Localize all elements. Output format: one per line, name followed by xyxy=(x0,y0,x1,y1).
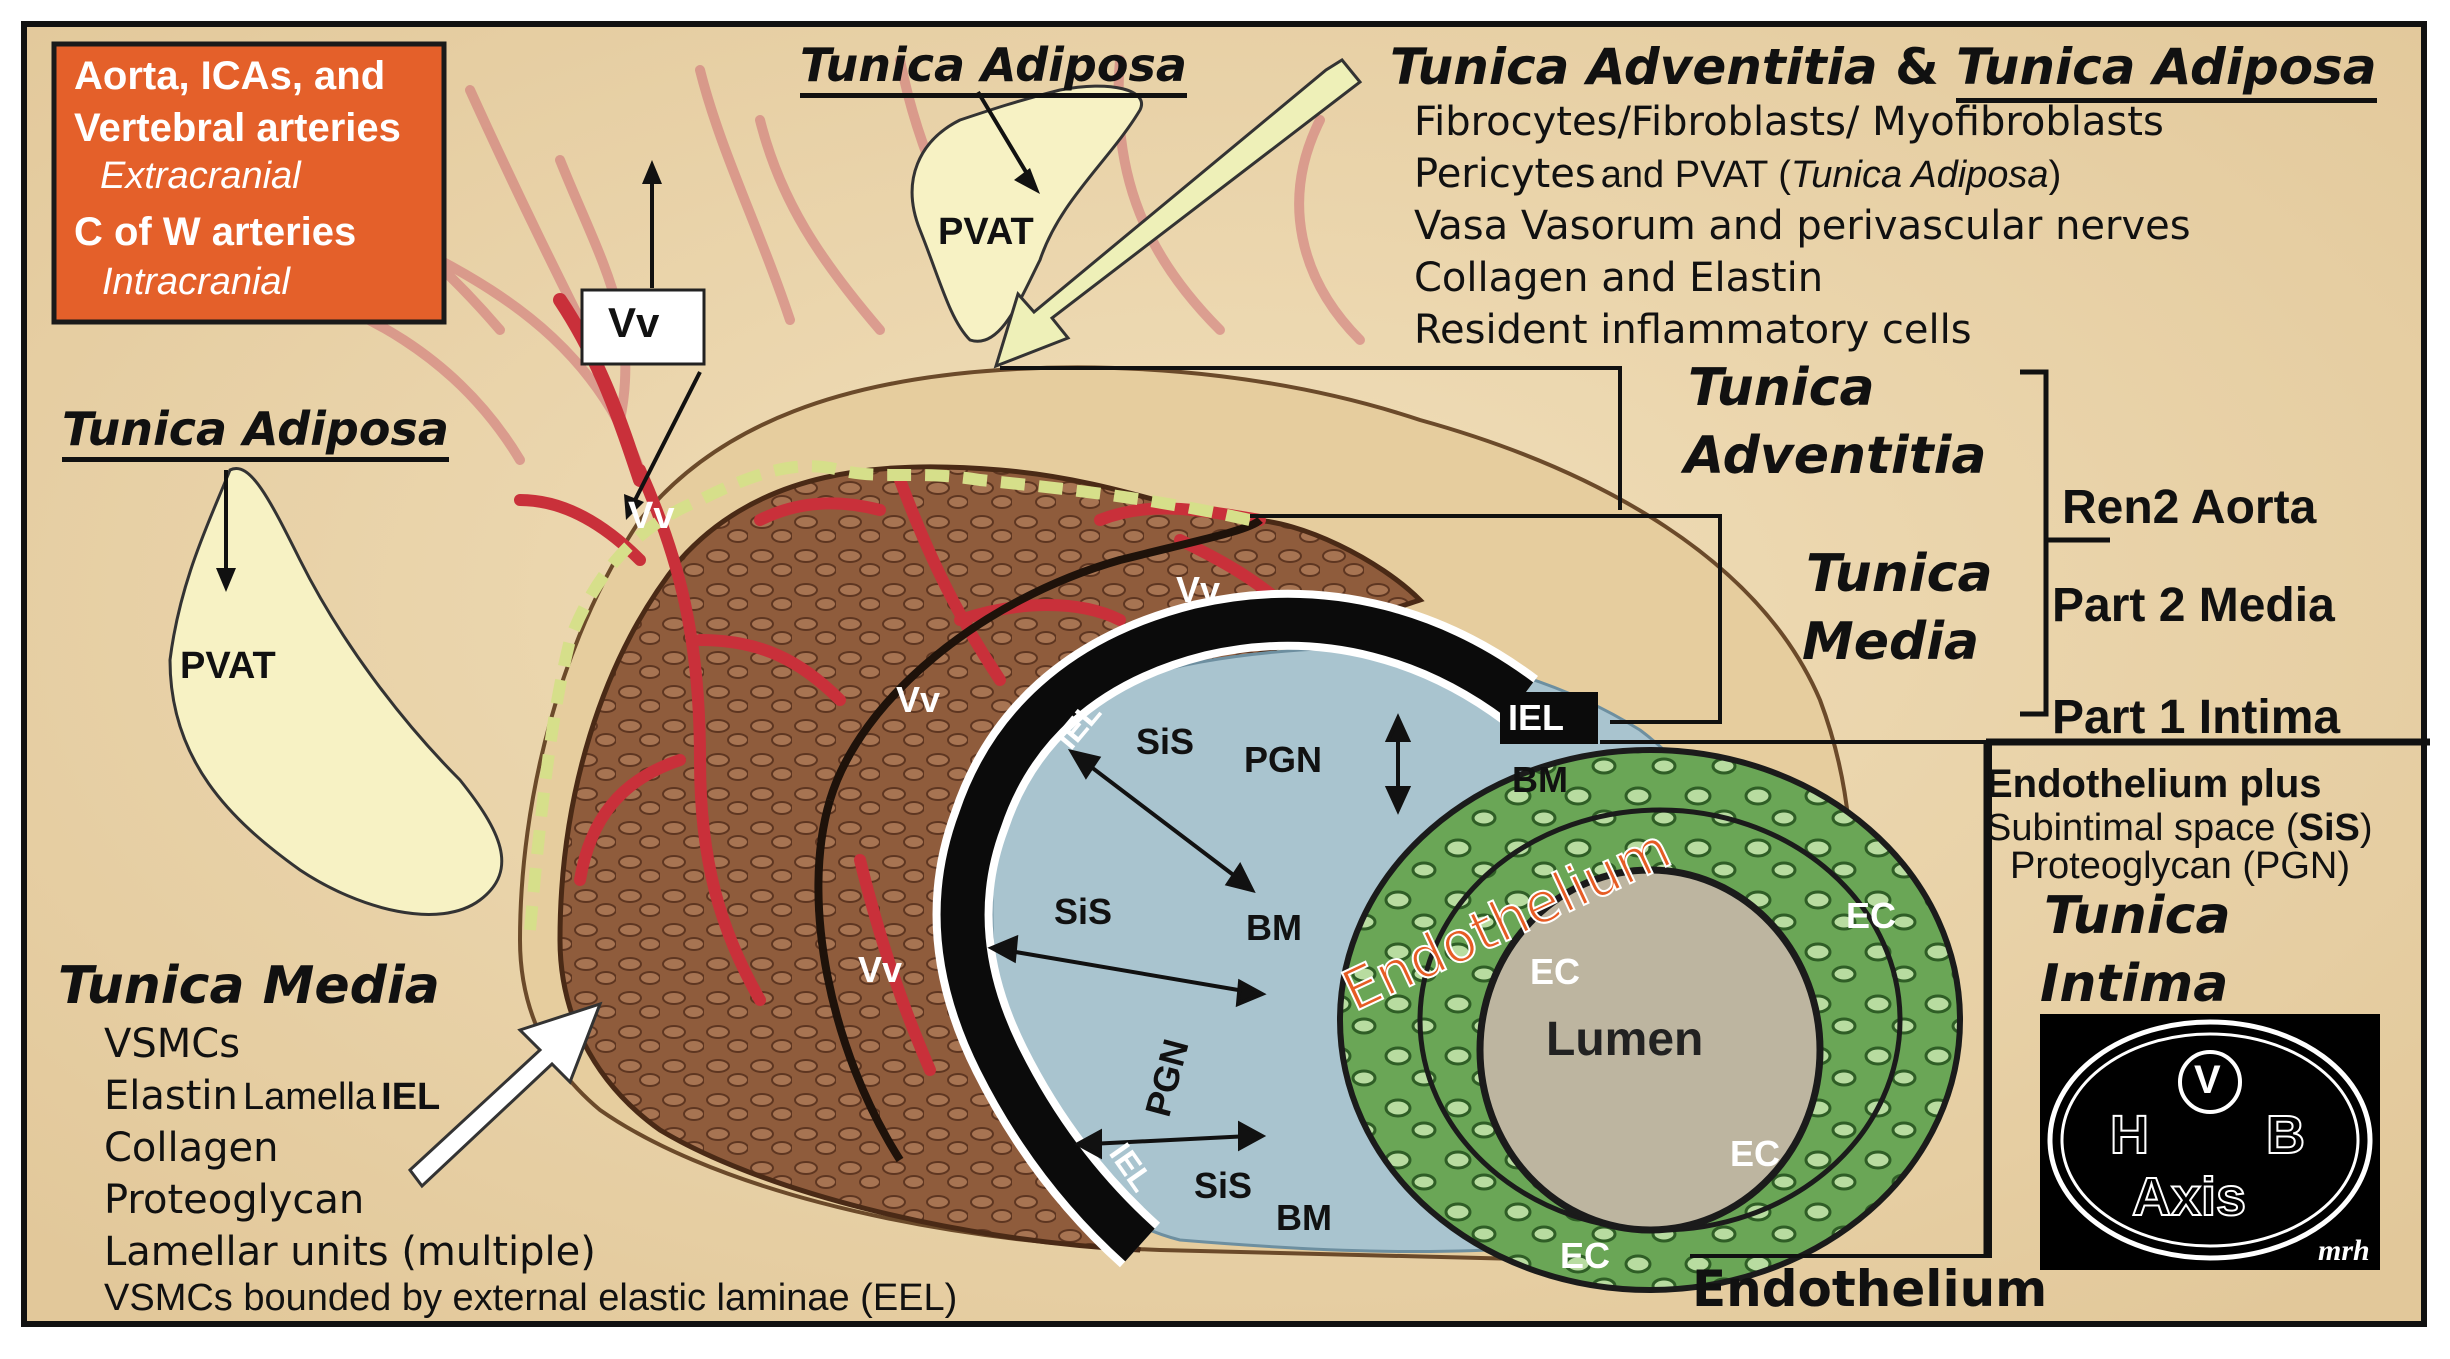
intima-title-intima: Intima xyxy=(2040,954,2229,1014)
iel-band xyxy=(940,597,1534,1262)
left-pvat xyxy=(168,467,504,916)
legend-line-vertebral: Vertebral arteries xyxy=(74,106,401,150)
pgn-label-upper: PGN xyxy=(1244,739,1323,780)
vv-box xyxy=(580,288,706,366)
adventitia-title-part2: Tunica Adiposa xyxy=(1956,38,2377,103)
outer-frame xyxy=(21,21,2427,1327)
lumen-area xyxy=(1476,866,1824,1234)
vv-label-lower: Vv xyxy=(858,949,903,990)
adventitia-title-part1: Tunica Adventitia xyxy=(1390,38,1878,96)
adventitia-item-pericytes: Pericytes and PVAT (Tunica Adiposa) xyxy=(1414,152,2061,197)
pericytes-and-pvat: and PVAT ( xyxy=(1600,154,1791,196)
legend-line-cow: C of W arteries xyxy=(74,210,357,254)
bm-label-upper: BM xyxy=(1512,759,1568,800)
media-title: Tunica Media xyxy=(58,956,440,1016)
logo-v: V xyxy=(2194,1058,2221,1102)
legend-line-aorta: Aorta, ICAs, and xyxy=(74,54,386,98)
logo-ring-inner xyxy=(2060,1032,2360,1248)
intima-line-proteoglycan: Proteoglycan (PGN) xyxy=(2010,845,2351,887)
media-item-collagen: Collagen xyxy=(104,1125,279,1171)
bracket-part1-intima: Part 1 Intima xyxy=(2052,691,2341,744)
sis-label-lower: SiS xyxy=(1194,1165,1253,1206)
intima-title-tunica: Tunica xyxy=(2044,886,2231,946)
subintimal-text: Subintimal space ( xyxy=(1986,807,2299,849)
adventitia-title: Tunica Adventitia & Tunica Adiposa xyxy=(1390,38,2377,103)
vasa-vasorum-trunk xyxy=(553,293,647,487)
media-item-lamellar: Lamellar units (multiple) xyxy=(104,1229,596,1275)
intima-line-subintimal: Subintimal space (SiS) xyxy=(1986,807,2373,850)
legend-line-extracranial: Extracranial xyxy=(100,155,301,197)
vv-label-upper: Vv xyxy=(628,495,675,537)
bracket-media-1: Tunica xyxy=(1806,544,1993,604)
media-divider-2 xyxy=(814,798,904,1163)
ec-label-top-right: EC xyxy=(1846,895,1897,936)
bracket-adventitia-2: Adventitia xyxy=(1684,426,1987,486)
logo-signature: mrh xyxy=(2318,1234,2370,1267)
media-item-eel: VSMCs bounded by external elastic lamina… xyxy=(104,1277,958,1319)
adventitia-item-fibrocytes: Fibrocytes/Fibroblasts/ Myofibroblasts xyxy=(1414,99,2164,145)
subintimal-paren: ) xyxy=(2359,807,2373,849)
adventitia-item-inflammatory: Resident inflammatory cells xyxy=(1414,307,1972,353)
logo-h: H xyxy=(2109,1104,2150,1166)
bottom-endothelium-label: Endothelium xyxy=(1692,1260,2048,1318)
sis-label-mid: SiS xyxy=(1054,891,1113,932)
left-tunica-adiposa-label: Tunica Adiposa xyxy=(62,404,449,462)
logo-ring-outer xyxy=(2047,1019,2373,1261)
media-item-elastin: Elastin Lamella IEL xyxy=(104,1074,440,1119)
sis-label-upper: SiS xyxy=(1136,721,1195,762)
bm-label-lower: BM xyxy=(1276,1197,1332,1238)
top-pvat-label: PVAT xyxy=(938,211,1034,253)
bm-label-mid: BM xyxy=(1246,907,1302,948)
lumen-label: Lumen xyxy=(1546,1013,1704,1066)
bracket-media-2: Media xyxy=(1802,612,1980,672)
iel-label-tab: IEL xyxy=(1508,697,1565,738)
yellow-arrow xyxy=(993,58,1363,369)
layers-bracket xyxy=(2020,369,2110,717)
logo-axis: Axis xyxy=(2131,1166,2247,1228)
adventitia-item-vasa: Vasa Vasorum and perivascular nerves xyxy=(1414,203,2191,249)
vv-label-mid: Vv xyxy=(896,679,941,720)
media-item-vsmcs: VSMCs xyxy=(104,1021,241,1067)
vv-label-top-media: Vv xyxy=(1176,569,1221,610)
bracket-part2-media: Part 2 Media xyxy=(2052,579,2335,632)
pericytes-close-paren: ) xyxy=(2048,154,2062,196)
intima-line-endothelium-plus: Endothelium plus xyxy=(1986,762,2322,806)
left-pvat-label: PVAT xyxy=(180,645,276,687)
elastin-lamella: Lamella xyxy=(242,1076,377,1118)
leader-lines xyxy=(224,90,2050,1258)
adventitia-title-amp: & xyxy=(1895,38,1939,96)
elastin-word: Elastin xyxy=(104,1073,238,1119)
bracket-adventitia-1: Tunica xyxy=(1688,358,1875,418)
eel-dashed-outline xyxy=(524,460,1252,931)
white-arrow xyxy=(407,1001,603,1189)
media-item-proteoglycan: Proteoglycan xyxy=(104,1177,365,1223)
pericytes-tunica-adiposa: Tunica Adiposa xyxy=(1790,154,2049,196)
top-tunica-adiposa-label: Tunica Adiposa xyxy=(800,40,1187,98)
internal-double-arrows xyxy=(987,713,1412,1160)
elastin-iel: IEL xyxy=(381,1076,441,1118)
ec-label-bottom: EC xyxy=(1560,1235,1611,1276)
top-pvat xyxy=(910,84,1143,343)
logo-b: B xyxy=(2265,1104,2306,1166)
pericytes-word: Pericytes xyxy=(1414,151,1596,197)
iel-tab xyxy=(1500,692,1598,744)
logo-v-circle xyxy=(2178,1050,2242,1114)
legend-line-intracranial: Intracranial xyxy=(102,261,290,303)
ec-label-top-left: EC xyxy=(1530,951,1581,992)
arrowheads xyxy=(216,160,1040,592)
adventitia-item-collagen: Collagen and Elastin xyxy=(1414,255,1824,301)
media-divider xyxy=(826,516,1263,802)
vasa-vasorum-branches xyxy=(514,464,1306,1076)
vv-box-label: Vv xyxy=(608,299,660,346)
subintimal-sis: SiS xyxy=(2298,807,2360,849)
bracket-ren2-aorta: Ren2 Aorta xyxy=(2062,481,2317,534)
legend-box-bg xyxy=(51,41,447,325)
ec-label-bottom-right: EC xyxy=(1730,1133,1781,1174)
